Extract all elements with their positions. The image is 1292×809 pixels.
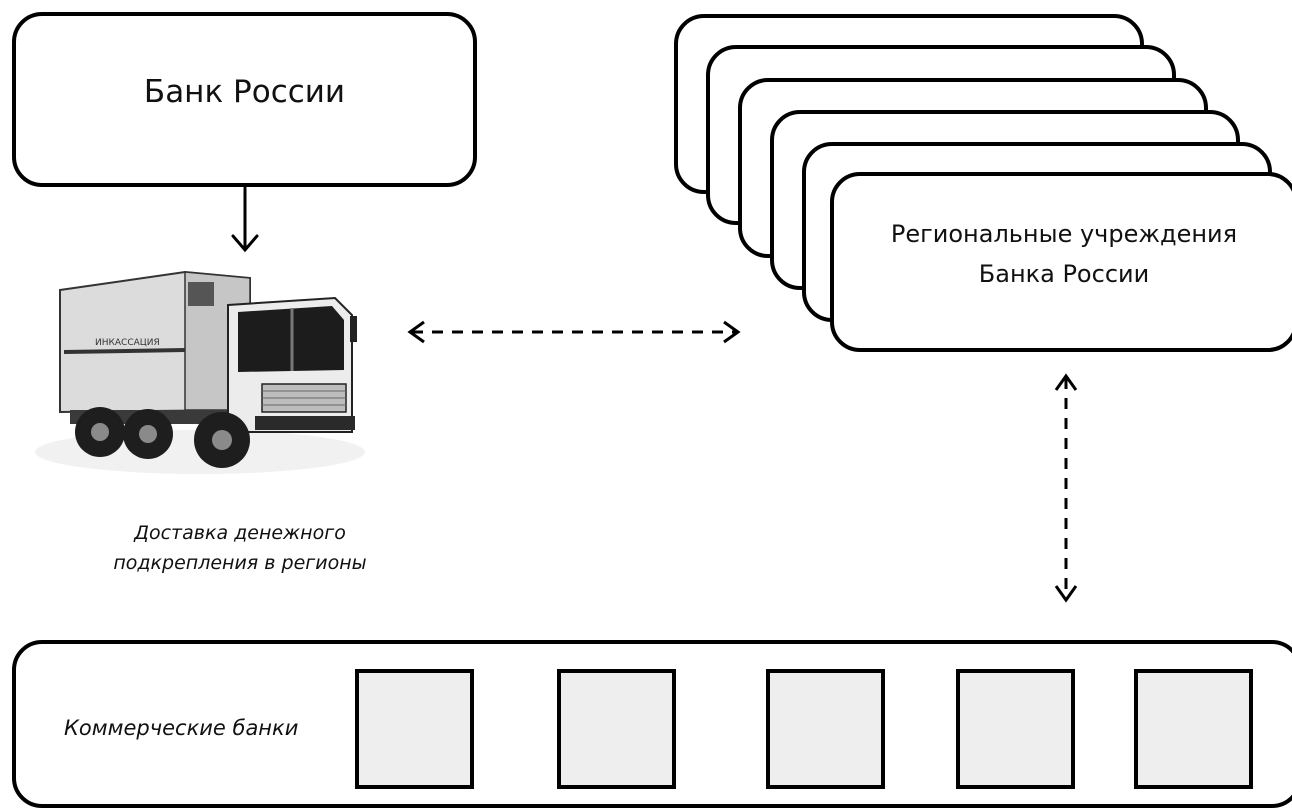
commercial-bank-square	[557, 669, 676, 789]
commercial-bank-square	[766, 669, 885, 789]
commercial-banks-box: Коммерческие банки	[12, 640, 1292, 808]
arrow-bank-to-truck	[231, 186, 259, 253]
arrow-regional-commercial	[1054, 373, 1078, 603]
arrow-truck-regional	[407, 320, 741, 344]
commercial-bank-square	[355, 669, 474, 789]
regional-offices-box: Региональные учреждения Банка России	[830, 172, 1292, 352]
truck-illustration: ИНКАССАЦИЯ	[35, 270, 365, 474]
delivery-caption-line2: подкрепления в регионы	[113, 552, 367, 574]
delivery-caption-line1: Доставка денежного	[134, 522, 346, 544]
regional-offices-label-line2: Банка России	[978, 260, 1150, 288]
commercial-bank-square	[1134, 669, 1253, 789]
regional-offices-label-line1: Региональные учреждения	[890, 220, 1238, 248]
central-bank-label: Банк России	[143, 73, 346, 110]
delivery-caption: Доставка денежного подкрепления в регион…	[50, 518, 430, 578]
commercial-bank-square	[956, 669, 1075, 789]
central-bank-box: Банк России	[12, 12, 477, 187]
svg-text:ИНКАССАЦИЯ: ИНКАССАЦИЯ	[95, 338, 160, 348]
commercial-banks-label: Коммерческие банки	[64, 716, 299, 740]
